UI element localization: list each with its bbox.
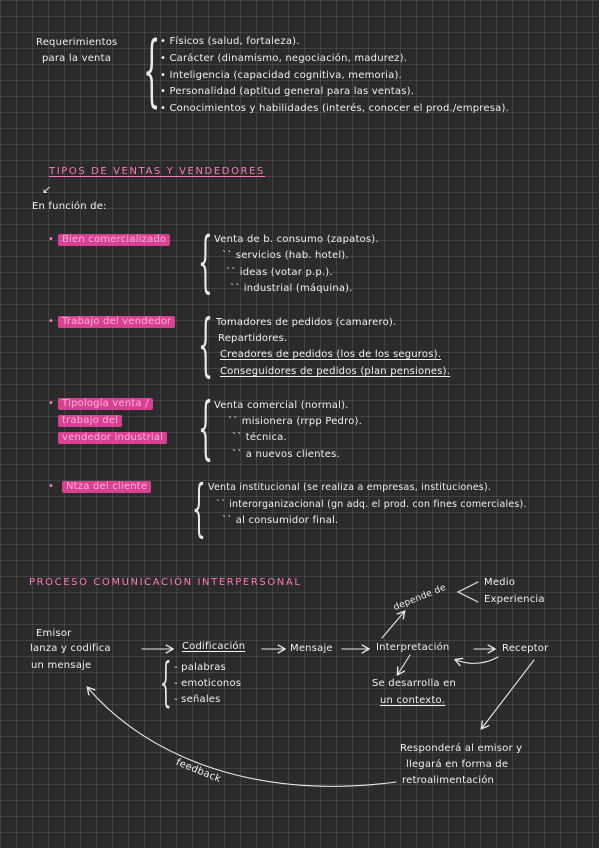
- interpretacion-node: Interpretación: [376, 642, 450, 653]
- requirements-label-1: Requerimientos: [36, 37, 118, 48]
- group-line: Venta institucional (se realiza a empres…: [208, 482, 492, 493]
- requirement-item: • Físicos (salud, fortaleza).: [160, 36, 300, 47]
- group-label-ntza: Ntza del cliente: [62, 481, 152, 493]
- group-line: Tomadores de pedidos (camarero).: [216, 317, 397, 328]
- group-line: Repartidores.: [218, 333, 288, 344]
- group-label-tipologia-3: vendedor industrial: [58, 432, 168, 444]
- group-label-tipologia-2: trabajo del: [58, 415, 123, 427]
- requirement-item: • Carácter (dinamismo, negociación, madu…: [160, 53, 408, 64]
- arrow-receptor-responde: [482, 659, 535, 728]
- group-label-trabajo: Trabajo del vendedor: [58, 316, 176, 328]
- emisor-label: Emisor: [36, 628, 72, 639]
- requirements-brace: {: [143, 26, 161, 116]
- group-line: `` servicios (hab. hotel).: [222, 250, 349, 261]
- contexto-text: Se desarrolla en: [372, 678, 457, 689]
- bullet-dot: •: [48, 481, 55, 492]
- codificacion-item: - palabras: [174, 662, 226, 673]
- arrow-interpretacion-contexto: [398, 654, 411, 674]
- arrow-receptor-interpretacion: [456, 656, 499, 663]
- arrow-depende-factores: [456, 581, 479, 603]
- group-line: Venta comercial (normal).: [214, 400, 349, 411]
- curl-arrow-glyph: ↙: [42, 183, 52, 196]
- codificacion-node: Codificación: [182, 641, 246, 652]
- factores-item: Experiencia: [484, 594, 545, 605]
- bullet-dot: •: [48, 316, 55, 327]
- group-line: `` interorganizacional (gn adq. el prod.…: [216, 499, 527, 510]
- bullet-dot: •: [48, 234, 55, 245]
- bullet-dot: •: [48, 398, 55, 409]
- codificacion-item: - emoticonos: [174, 678, 242, 689]
- group-line: `` técnica.: [232, 432, 287, 443]
- requirement-item: • Inteligencia (capacidad cognitiva, mem…: [160, 70, 402, 81]
- group-label-bien: Bien comercializado: [58, 234, 171, 246]
- requirements-label-2: para la venta: [42, 53, 112, 64]
- group-brace: {: [198, 223, 213, 300]
- receptor-node: Receptor: [502, 643, 549, 654]
- emisor-label: un mensaje: [31, 660, 92, 671]
- responde-text: llegará en forma de: [406, 759, 509, 770]
- group-brace: {: [192, 471, 206, 544]
- requirement-item: • Conocimientos y habilidades (interés, …: [160, 103, 509, 114]
- arrow-feedback: [88, 688, 397, 787]
- group-line: Venta de b. consumo (zapatos).: [214, 234, 379, 245]
- group-label-tipologia-1: Tipología venta /: [58, 398, 153, 410]
- group-brace: {: [198, 306, 214, 385]
- group-brace: {: [198, 389, 214, 468]
- mensaje-node: Mensaje: [290, 643, 333, 654]
- group-line: `` a nuevos clientes.: [232, 449, 340, 460]
- section-heading-tipos: TIPOS DE VENTAS Y VENDEDORES: [49, 166, 265, 177]
- tipos-intro: En función de:: [32, 201, 107, 212]
- responde-text: Responderá al emisor y: [400, 743, 523, 754]
- group-line: `` industrial (máquina).: [230, 283, 353, 294]
- section-heading-proceso: PROCESO COMUNICACIÓN INTERPERSONAL: [29, 577, 302, 588]
- responde-text: retroalimentación: [402, 775, 495, 786]
- arrow-interpretacion-depende: [381, 612, 404, 639]
- requirement-item: • Personalidad (aptitud general para las…: [160, 86, 415, 97]
- factores-item: Medio: [484, 577, 516, 588]
- codificacion-brace: {: [160, 653, 172, 713]
- codificacion-item: - señales: [174, 694, 221, 705]
- group-line: `` ideas (votar p.p.).: [226, 267, 333, 278]
- group-line: `` misionera (rrpp Pedro).: [228, 416, 362, 427]
- emisor-label: lanza y codifica: [30, 643, 111, 654]
- contexto-text: un contexto.: [380, 695, 446, 706]
- group-line: `` al consumidor final.: [222, 515, 339, 526]
- group-line: Conseguidores de pedidos (plan pensiones…: [220, 366, 451, 377]
- group-line: Creadores de pedidos (los de los seguros…: [220, 349, 442, 360]
